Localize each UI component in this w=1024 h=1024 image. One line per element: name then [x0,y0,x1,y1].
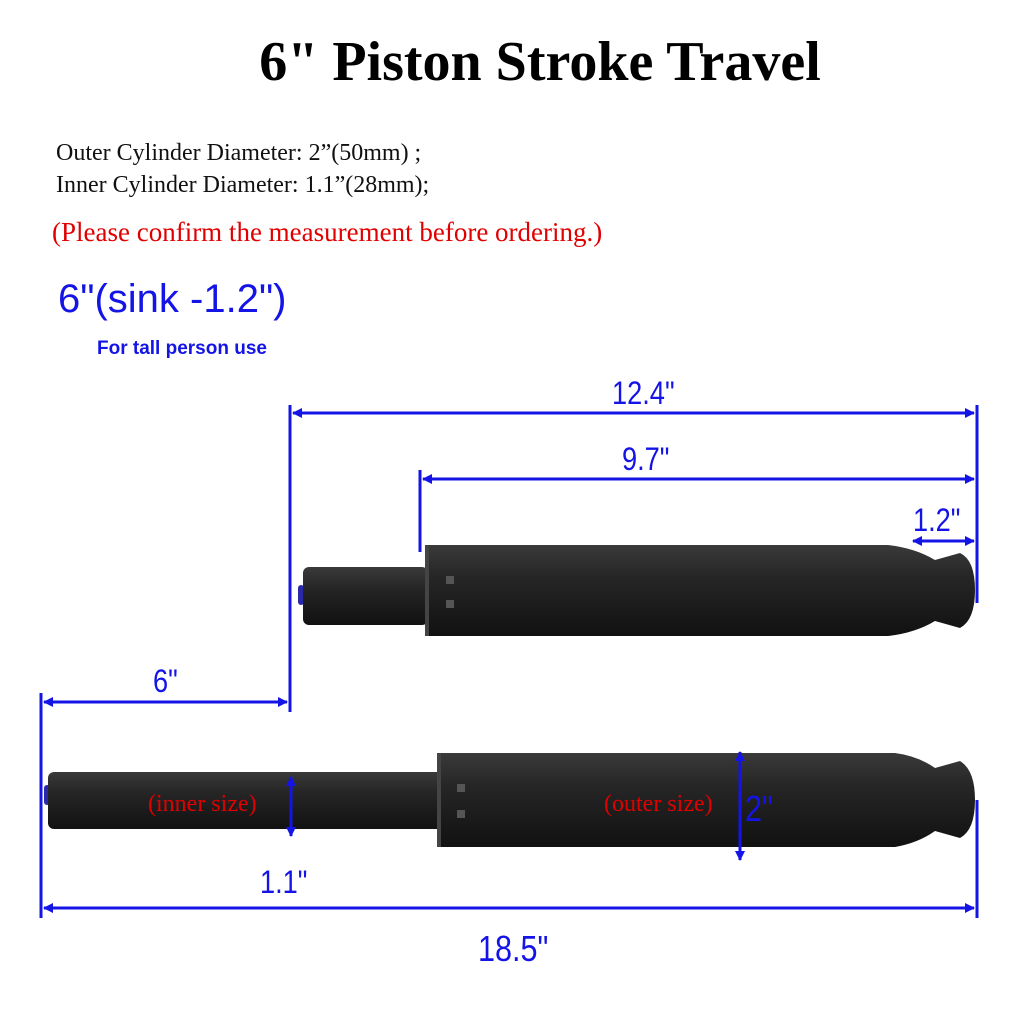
outer-size-label: (outer size) [604,791,713,817]
page-title: 6" Piston Stroke Travel [259,31,821,93]
dim-compressed-length: 12.4" [612,375,675,411]
dim-stroke: 6" [153,663,178,699]
dim-outer-diameter: 2" [745,788,773,829]
variant-label: 6"(sink -1.2") [58,277,287,321]
dim-extended-length: 18.5" [478,928,549,969]
measurement-warning: (Please confirm the measurement before o… [52,217,603,247]
dim-sink: 1.2" [913,502,961,538]
extended-cylinder [44,753,975,847]
piston-cap-icon [298,585,304,605]
inner-size-label: (inner size) [148,791,257,817]
inner-diameter-spec: Inner Cylinder Diameter: 1.1”(28mm); [56,172,430,198]
dim-body-length: 9.7" [622,441,670,477]
variant-note: For tall person use [97,338,267,359]
compressed-cylinder [298,545,975,636]
outer-diameter-spec: Outer Cylinder Diameter: 2”(50mm) ; [56,140,422,166]
dim-inner-diameter: 1.1" [260,864,308,900]
